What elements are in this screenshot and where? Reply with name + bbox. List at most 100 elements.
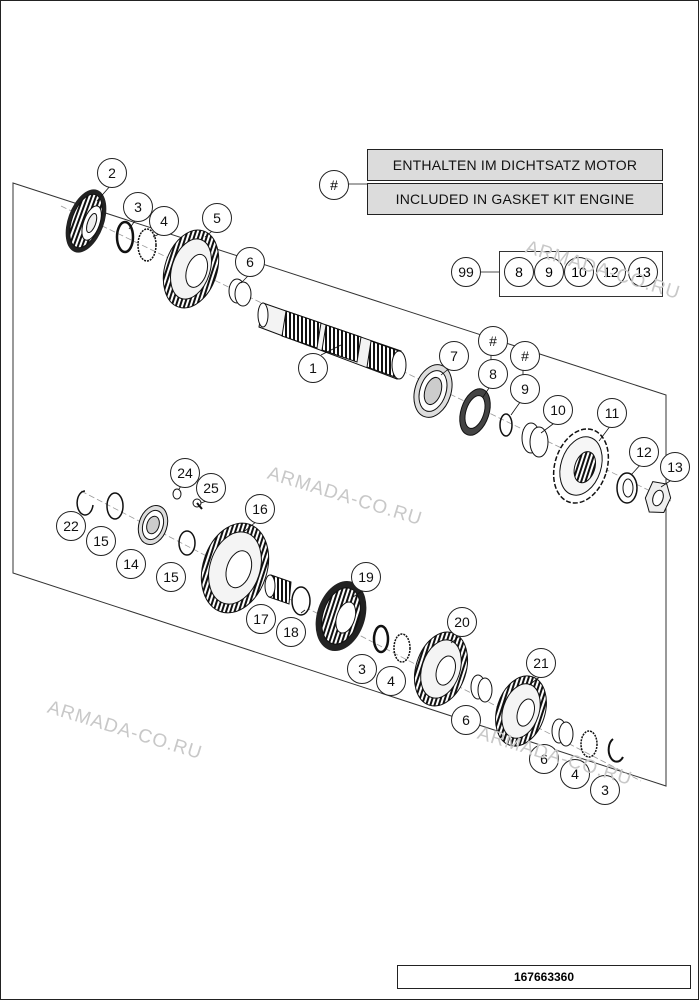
callout-12: 12 — [629, 437, 659, 467]
bushing-6b-drawing — [470, 674, 493, 703]
callout-4-upper: 4 — [149, 206, 179, 236]
callout-2: 2 — [97, 158, 127, 188]
callout-14: 14 — [116, 549, 146, 579]
callout-6-upper: 6 — [235, 247, 265, 277]
callout-11: 11 — [597, 398, 627, 428]
callout-3-upper-label: 3 — [134, 199, 142, 215]
callout-14-label: 14 — [123, 556, 139, 572]
callout-6-upper-label: 6 — [246, 254, 254, 270]
kit-99-label: 99 — [458, 264, 474, 280]
drawing-number-box: 167663360 — [397, 965, 691, 989]
kit-item-13-label: 13 — [635, 264, 651, 280]
callout-25: 25 — [196, 473, 226, 503]
callout-22: 22 — [56, 511, 86, 541]
callout-10-label: 10 — [550, 402, 566, 418]
kit-item-10-label: 10 — [571, 264, 587, 280]
callout-6-middle-label: 6 — [462, 712, 470, 728]
callout-3-middle: 3 — [347, 654, 377, 684]
washer-3b-drawing — [372, 624, 390, 654]
callout-4-right-label: 4 — [571, 766, 579, 782]
drawing-number: 167663360 — [513, 970, 575, 984]
callout-19-label: 19 — [358, 569, 374, 585]
callout-4-upper-label: 4 — [160, 213, 168, 229]
screw-25-drawing — [192, 498, 203, 510]
washer-15b-drawing — [178, 530, 196, 556]
legend-hash-symbol: # — [330, 177, 338, 193]
callout-6-middle: 6 — [451, 705, 481, 735]
callout-4-middle: 4 — [376, 666, 406, 696]
washer-4c-drawing — [580, 730, 598, 758]
assembly-outline — [12, 182, 667, 787]
callout-5-label: 5 — [213, 210, 221, 226]
circlip-22-drawing — [76, 490, 94, 516]
callout-16: 16 — [245, 494, 275, 524]
sprocket-11-drawing — [552, 428, 610, 504]
hash-marker-8-symbol: # — [489, 333, 497, 349]
washer-4b-drawing — [393, 633, 411, 663]
callout-24-label: 24 — [177, 465, 193, 481]
kit-item-12-label: 12 — [603, 264, 619, 280]
hash-marker-8: # — [478, 326, 508, 356]
callout-4-middle-label: 4 — [387, 673, 395, 689]
callout-18-label: 18 — [283, 624, 299, 640]
washer-12-hole — [622, 478, 634, 498]
kit-item-9-label: 9 — [545, 264, 553, 280]
washer-3-drawing — [115, 220, 135, 254]
kit-99-callout: 99 — [451, 257, 481, 287]
kit-item-10: 10 — [564, 257, 594, 287]
callout-3-right: 3 — [590, 775, 620, 805]
callout-15-left-label: 15 — [93, 533, 109, 549]
lower-shaft-axis — [80, 490, 642, 782]
gear-5-drawing — [162, 229, 220, 309]
o-ring-9-drawing — [499, 413, 513, 437]
callout-10: 10 — [543, 395, 573, 425]
callout-9: 9 — [510, 374, 540, 404]
seal-8-drawing — [459, 388, 491, 436]
callout-6-right-label: 6 — [540, 751, 548, 767]
kit-contents-box — [499, 251, 663, 297]
callout-3-middle-label: 3 — [358, 661, 366, 677]
callout-5: 5 — [202, 203, 232, 233]
nut-13-drawing — [644, 481, 672, 514]
callout-7-label: 7 — [450, 348, 458, 364]
washer-15a-drawing — [106, 492, 124, 520]
legend-hash-badge: # — [319, 170, 349, 200]
callout-17: 17 — [246, 604, 276, 634]
gear-16-drawing — [200, 522, 270, 614]
callout-9-label: 9 — [521, 381, 529, 397]
kit-item-13: 13 — [628, 257, 658, 287]
callout-24: 24 — [170, 458, 200, 488]
gear-2-drawing — [65, 189, 107, 253]
kit-item-8: 8 — [504, 257, 534, 287]
callout-22-label: 22 — [63, 518, 79, 534]
gear-19-drawing — [315, 580, 367, 652]
callout-25-label: 25 — [203, 480, 219, 496]
callout-11-label: 11 — [604, 405, 620, 421]
callout-15-right-label: 15 — [163, 569, 179, 585]
legend-line-german: ENTHALTEN IM DICHTSATZ MOTOR — [367, 149, 663, 181]
bearing-7-drawing — [413, 364, 453, 418]
washer-24-drawing — [172, 488, 182, 500]
callout-15-right: 15 — [156, 562, 186, 592]
callout-8: 8 — [478, 359, 508, 389]
callout-17-label: 17 — [253, 611, 269, 627]
kit-item-8-label: 8 — [515, 264, 523, 280]
kit-item-12: 12 — [596, 257, 626, 287]
hash-marker-9-symbol: # — [521, 348, 529, 364]
callout-21-label: 21 — [533, 655, 549, 671]
callout-1: 1 — [298, 353, 328, 383]
needle-bearing-17-drawing — [264, 574, 292, 605]
hash-marker-9: # — [510, 341, 540, 371]
washer-12-drawing — [616, 472, 638, 504]
bearing-14-drawing — [137, 504, 169, 546]
gear-21-drawing — [495, 675, 547, 747]
legend-text-german: ENTHALTEN IM DICHTSATZ MOTOR — [392, 157, 638, 173]
callout-8-label: 8 — [489, 366, 497, 382]
gear-20-drawing — [413, 631, 469, 707]
washer-4-drawing — [137, 228, 157, 262]
washer-18-drawing — [291, 586, 311, 616]
kit-item-9: 9 — [534, 257, 564, 287]
callout-15-left: 15 — [86, 526, 116, 556]
